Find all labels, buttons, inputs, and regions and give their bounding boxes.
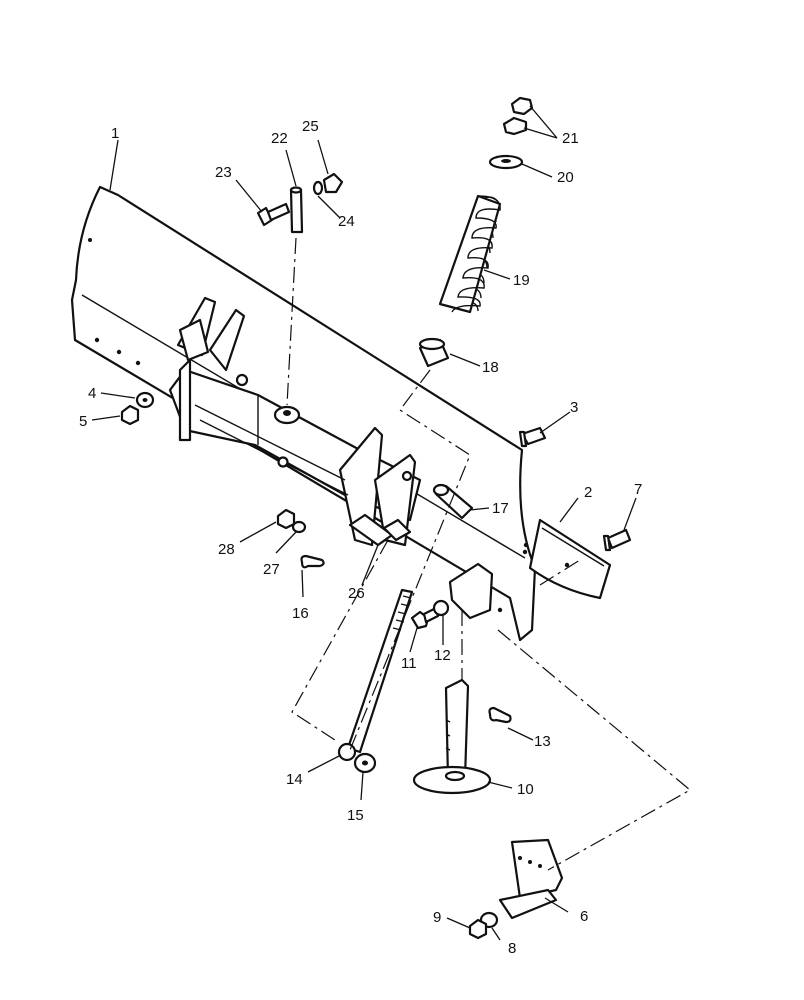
- callout-4: 4: [88, 385, 96, 402]
- callout-12: 12: [434, 647, 451, 664]
- callout-1: 1: [111, 125, 119, 142]
- bolt-part-23: [256, 202, 291, 227]
- callout-15: 15: [347, 807, 364, 824]
- callout-24: 24: [338, 213, 355, 230]
- cutting-edge-part-2: [523, 518, 612, 600]
- pin-part-17: [432, 483, 474, 520]
- skid-shoe-part-6: [498, 838, 564, 920]
- callout-20: 20: [557, 169, 574, 186]
- callout-19: 19: [513, 272, 530, 289]
- stand-bracket: [448, 562, 494, 620]
- callout-11: 11: [401, 655, 417, 672]
- callout-8: 8: [508, 940, 516, 957]
- nut-part-28: [276, 508, 296, 530]
- spring-part-19: [438, 194, 502, 314]
- callout-18: 18: [482, 359, 499, 376]
- callout-6: 6: [580, 908, 588, 925]
- bolt-part-7: [602, 528, 632, 552]
- callout-7: 7: [634, 481, 642, 498]
- callout-26: 26: [348, 585, 365, 602]
- callout-23: 23: [215, 164, 232, 181]
- rod-part-14: [337, 588, 414, 762]
- callout-25: 25: [302, 118, 319, 135]
- jack-stand-part-10: [412, 678, 492, 795]
- washer-part-24: [312, 180, 324, 196]
- bushing-part-26: [348, 513, 412, 547]
- callout-13: 13: [534, 733, 551, 750]
- nut-part-9: [468, 918, 488, 940]
- mounting-frame: [168, 296, 422, 547]
- callout-3: 3: [570, 399, 578, 416]
- washer-part-12: [432, 599, 450, 617]
- bolt-part-3: [518, 426, 547, 448]
- washer-part-4: [135, 391, 155, 409]
- callout-5: 5: [79, 413, 87, 430]
- pivot-boss: [273, 405, 301, 425]
- pin-part-16: [300, 554, 325, 569]
- callout-10: 10: [517, 781, 534, 798]
- assembly-centerlines: [286, 237, 692, 871]
- washer-part-20: [488, 154, 524, 170]
- callout-17: 17: [492, 500, 509, 517]
- leader-lines: [91, 105, 637, 941]
- callout-9: 9: [433, 909, 441, 926]
- pin-part-22: [289, 186, 304, 234]
- nut-part-5: [120, 404, 140, 426]
- callout-21: 21: [562, 130, 579, 147]
- callout-28: 28: [218, 541, 235, 558]
- washer-part-15: [353, 752, 377, 774]
- spring-seat-part-18: [418, 337, 450, 368]
- callout-16: 16: [292, 605, 309, 622]
- callout-22: 22: [271, 130, 288, 147]
- callout-27: 27: [263, 561, 280, 578]
- washer-part-27: [291, 520, 307, 534]
- pin-part-13: [488, 706, 512, 724]
- callout-14: 14: [286, 771, 303, 788]
- nut-part-25: [322, 172, 344, 194]
- callout-labels: 1 2 3 4 5 6 7 8 9 10 11 12 13 14 15 16 1…: [79, 118, 642, 957]
- callout-2: 2: [584, 484, 592, 501]
